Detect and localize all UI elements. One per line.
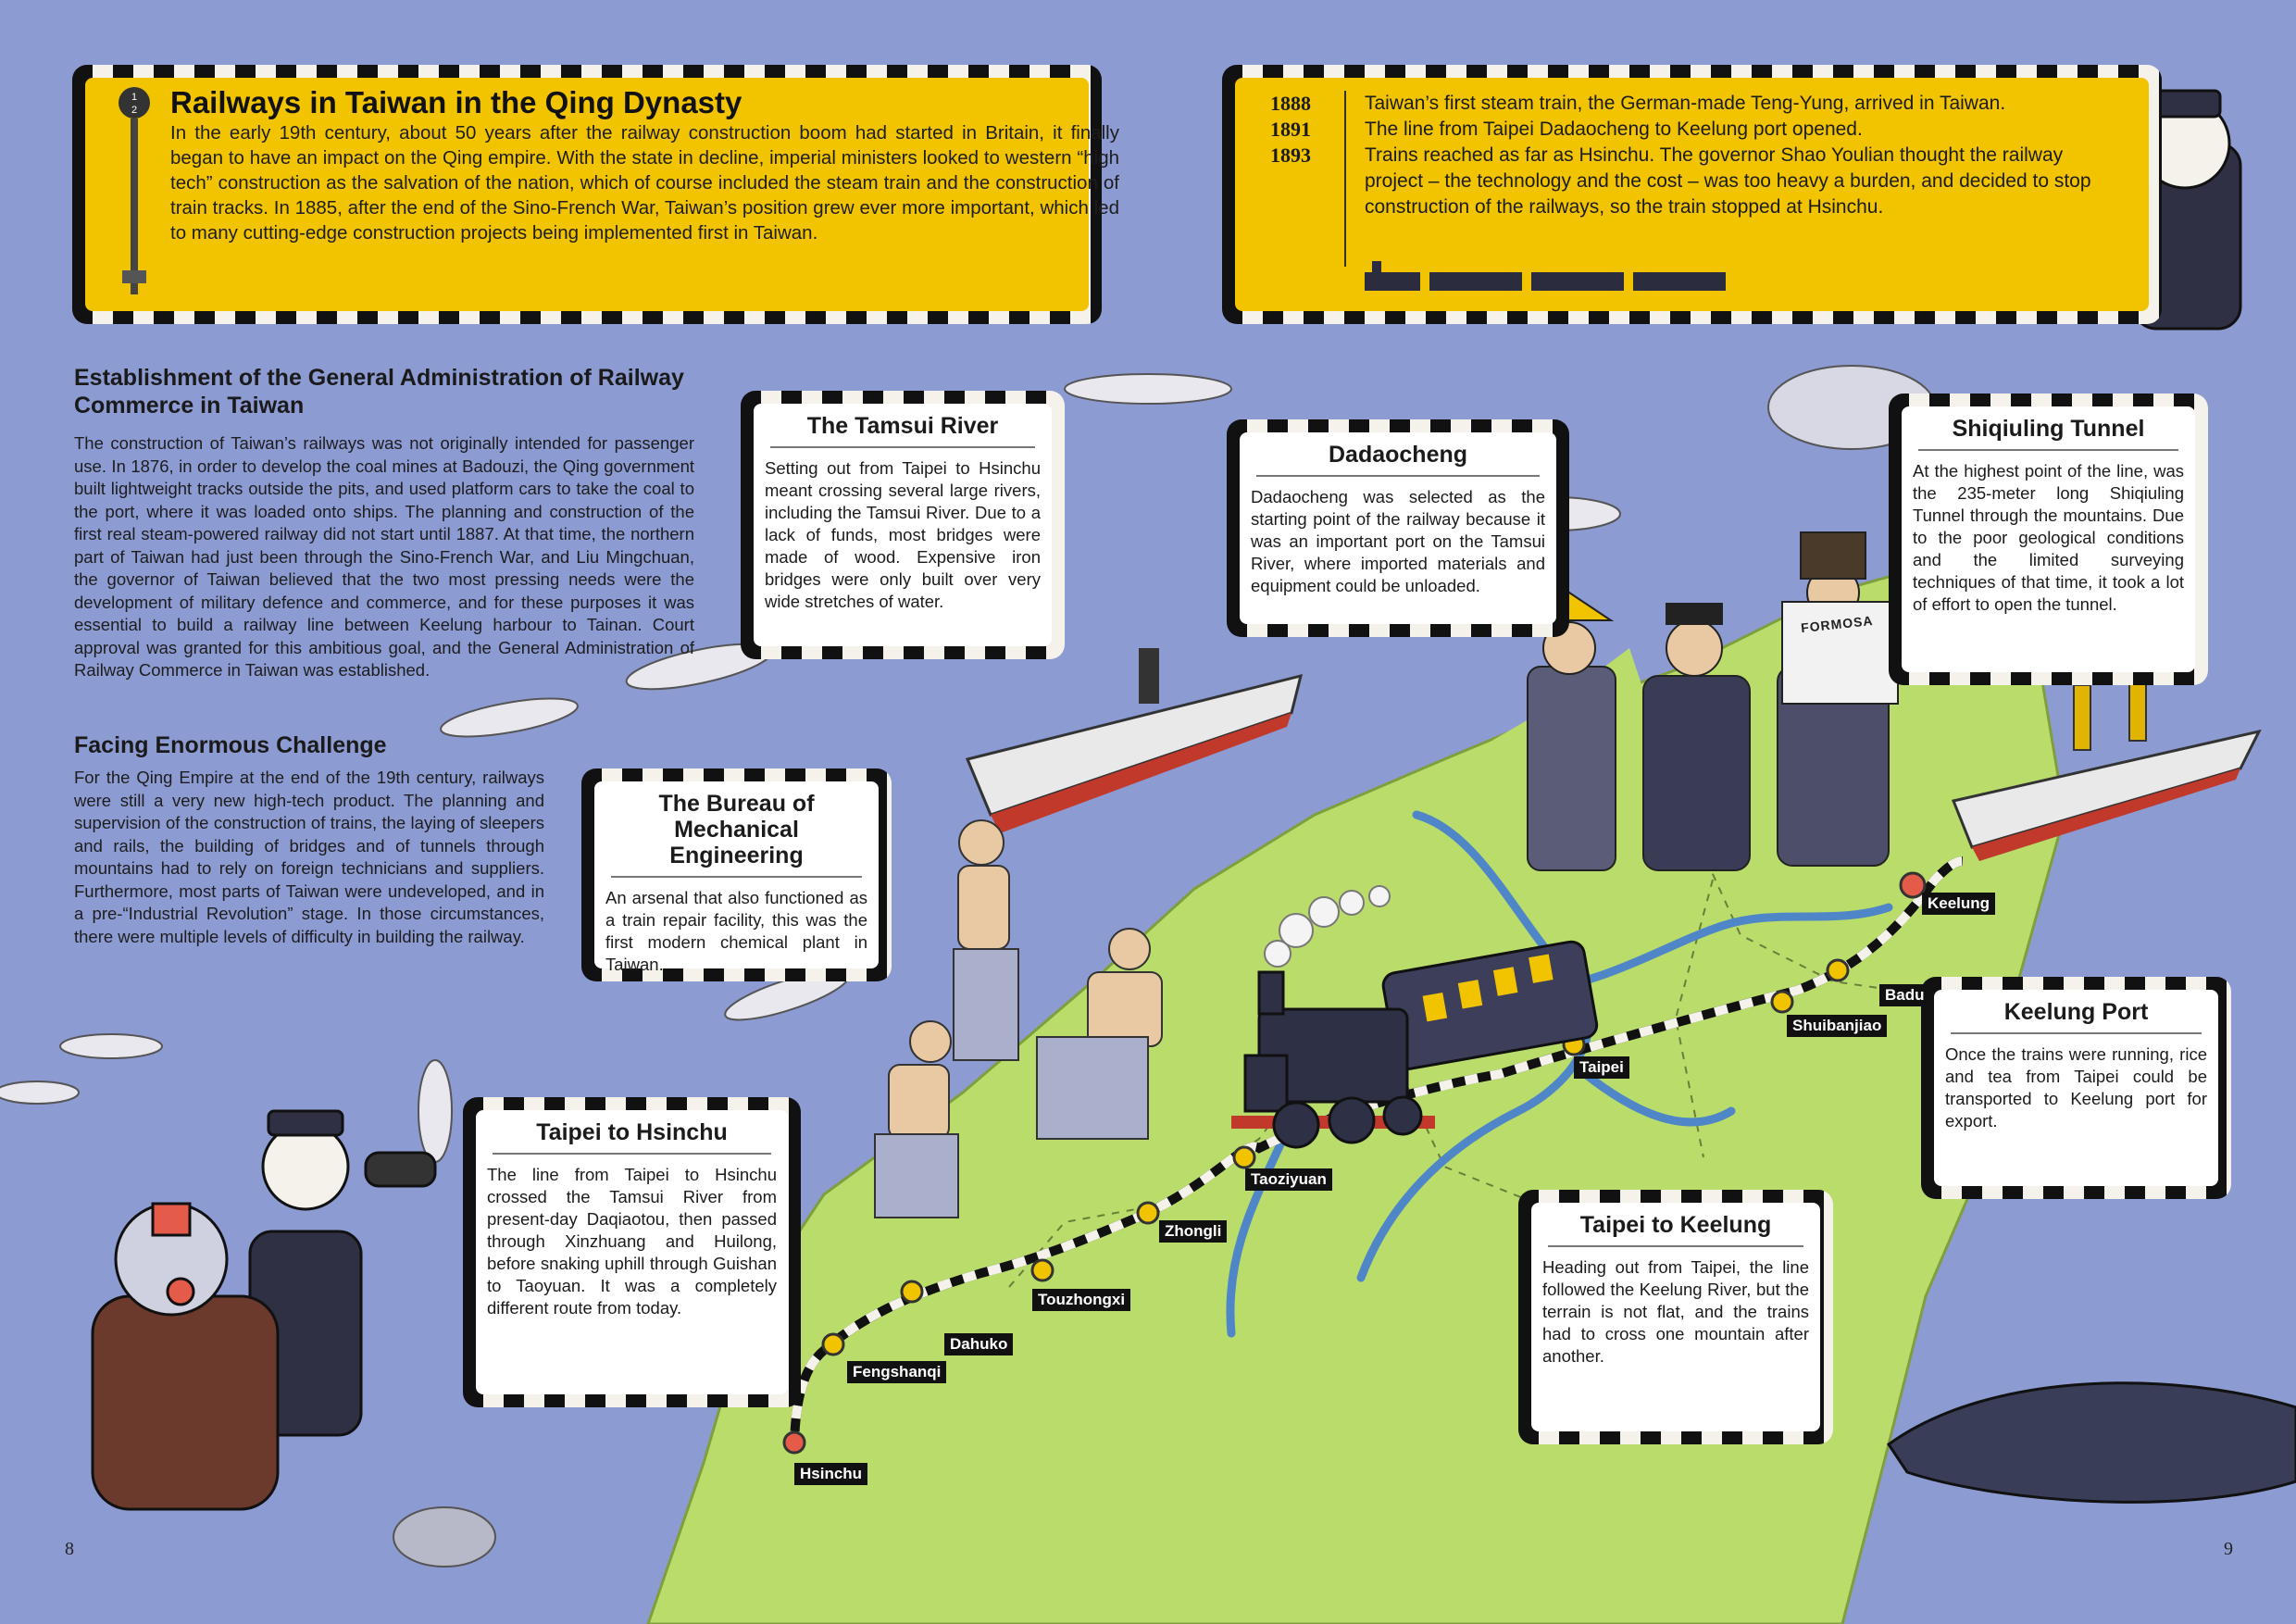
sea-creatures xyxy=(0,365,1936,1568)
timeline-divider xyxy=(1344,91,1346,267)
timeline-year: 1893 xyxy=(1270,144,1311,167)
card-divider xyxy=(770,446,1035,448)
intro-panel: 1 2 Railways in Taiwan in the Qing Dynas… xyxy=(72,65,1119,324)
card-dadaocheng: Dadaocheng Dadaocheng was selected as th… xyxy=(1227,419,1569,637)
card-divider xyxy=(1918,449,2178,451)
station-node-shuibanjiao xyxy=(1770,990,1794,1014)
station-label-keelung: Keelung xyxy=(1922,893,1996,915)
station-label-taipei: Taipei xyxy=(1574,1056,1629,1079)
railway-signal-icon: 1 2 xyxy=(117,85,152,312)
svg-text:1: 1 xyxy=(131,92,137,103)
card-divider xyxy=(493,1153,771,1155)
dolphin-2 xyxy=(440,697,579,738)
card-divider xyxy=(611,876,862,878)
card-keelung-port: Keelung Port Once the trains were runnin… xyxy=(1921,977,2231,1199)
card-divider xyxy=(1548,1245,1803,1247)
section-body-establishment: The construction of Taiwan’s railways wa… xyxy=(74,433,694,680)
card-title: The Bureau of Mechanical Engineering xyxy=(658,791,815,868)
station-node-dahuko xyxy=(900,1280,924,1304)
walrus-mascot xyxy=(91,1202,280,1511)
timeline-text: Trains reached as far as Hsinchu. The go… xyxy=(1365,144,2091,218)
card-body: Dadaocheng was selected as the starting … xyxy=(1251,487,1545,595)
station-label-shuibanjiao: Shuibanjiao xyxy=(1787,1015,1888,1037)
section-body-challenge: For the Qing Empire at the end of the 19… xyxy=(74,768,544,946)
timeline-panel: 1888 1891 1893 Taiwan’s first steam trai… xyxy=(1222,65,2162,324)
card-title: Shiqiuling Tunnel xyxy=(1952,416,2145,442)
station-node-fengshanqi xyxy=(821,1332,845,1356)
section-heading-challenge: Facing Enormous Challenge xyxy=(74,732,387,758)
station-label-badu: Badu xyxy=(1879,984,1930,1006)
squid xyxy=(418,1059,453,1163)
card-title: Keelung Port xyxy=(2003,999,2149,1025)
timeline-text: Taiwan’s first steam train, the German-m… xyxy=(1365,93,2006,114)
station-node-keelung xyxy=(1899,871,1927,899)
timeline-panel-fill: 1888 1891 1893 Taiwan’s first steam trai… xyxy=(1235,78,2149,311)
card-taipei-to-keelung: Taipei to Keelung Heading out from Taipe… xyxy=(1518,1190,1833,1444)
whale xyxy=(1886,1381,2296,1504)
section-heading-establishment: Establishment of the General Administrat… xyxy=(74,365,684,418)
timeline-text: The line from Taipei Dadaocheng to Keelu… xyxy=(1365,119,1863,140)
card-body: An arsenal that also functioned as a tra… xyxy=(605,888,867,974)
fish-6 xyxy=(393,1506,496,1568)
page-number-left: 8 xyxy=(65,1539,74,1559)
station-label-zhongli: Zhongli xyxy=(1159,1220,1228,1243)
station-label-hsinchu: Hsinchu xyxy=(794,1463,868,1485)
timeline-year: 1891 xyxy=(1270,118,1311,141)
card-body: Once the trains were running, rice and t… xyxy=(1945,1044,2207,1131)
station-node-touzhongxi xyxy=(1030,1258,1054,1282)
card-body: The line from Taipei to Hsinchu crossed … xyxy=(487,1165,777,1318)
steamship-left xyxy=(965,648,1304,833)
station-node-zhongli xyxy=(1136,1201,1160,1225)
fish-2 xyxy=(0,1081,80,1105)
card-divider xyxy=(1256,475,1540,477)
station-node-badu xyxy=(1826,958,1850,982)
laborer-figures xyxy=(874,819,1163,1218)
card-tamsui-river: The Tamsui River Setting out from Taipei… xyxy=(741,391,1065,659)
page-number-right: 9 xyxy=(2224,1539,2233,1559)
train-silhouette-icon xyxy=(1365,259,1735,301)
fish-1 xyxy=(59,1033,163,1059)
station-label-touzhongxi: Touzhongxi xyxy=(1032,1289,1131,1311)
card-bureau-mechanical-engineering: The Bureau of Mechanical Engineering An … xyxy=(581,768,892,981)
fish-3 xyxy=(1064,373,1232,405)
svg-text:2: 2 xyxy=(131,105,137,116)
station-label-fengshanqi: Fengshanqi xyxy=(847,1361,947,1383)
station-label-dahuko: Dahuko xyxy=(944,1333,1014,1355)
station-node-hsinchu xyxy=(782,1430,806,1455)
intro-text: In the early 19th century, about 50 year… xyxy=(170,122,1119,244)
card-body: At the highest point of the line, was th… xyxy=(1913,461,2184,614)
card-title: The Tamsui River xyxy=(806,413,999,439)
card-title: Taipei to Hsinchu xyxy=(536,1119,728,1145)
card-title: Dadaocheng xyxy=(1328,442,1468,468)
timeline-year: 1888 xyxy=(1270,92,1311,115)
card-divider xyxy=(1951,1032,2202,1034)
steam-train-illustration xyxy=(1231,885,1599,1149)
card-body: Heading out from Taipei, the line follow… xyxy=(1542,1257,1809,1366)
card-shiqiuling-tunnel: Shiqiuling Tunnel At the highest point o… xyxy=(1889,394,2208,685)
intro-panel-fill: 1 2 Railways in Taiwan in the Qing Dynas… xyxy=(85,78,1119,312)
official-figures xyxy=(1524,531,1899,871)
card-taipei-to-hsinchu: Taipei to Hsinchu The line from Taipei t… xyxy=(463,1097,801,1407)
card-title: Taipei to Keelung xyxy=(1579,1212,1772,1238)
steamship-right xyxy=(1951,670,2262,861)
station-label-taoziyuan: Taoziyuan xyxy=(1245,1168,1332,1191)
station-node-taoziyuan xyxy=(1232,1145,1256,1169)
card-body: Setting out from Taipei to Hsinchu meant… xyxy=(765,458,1041,611)
page-title: Railways in Taiwan in the Qing Dynasty xyxy=(170,85,742,119)
